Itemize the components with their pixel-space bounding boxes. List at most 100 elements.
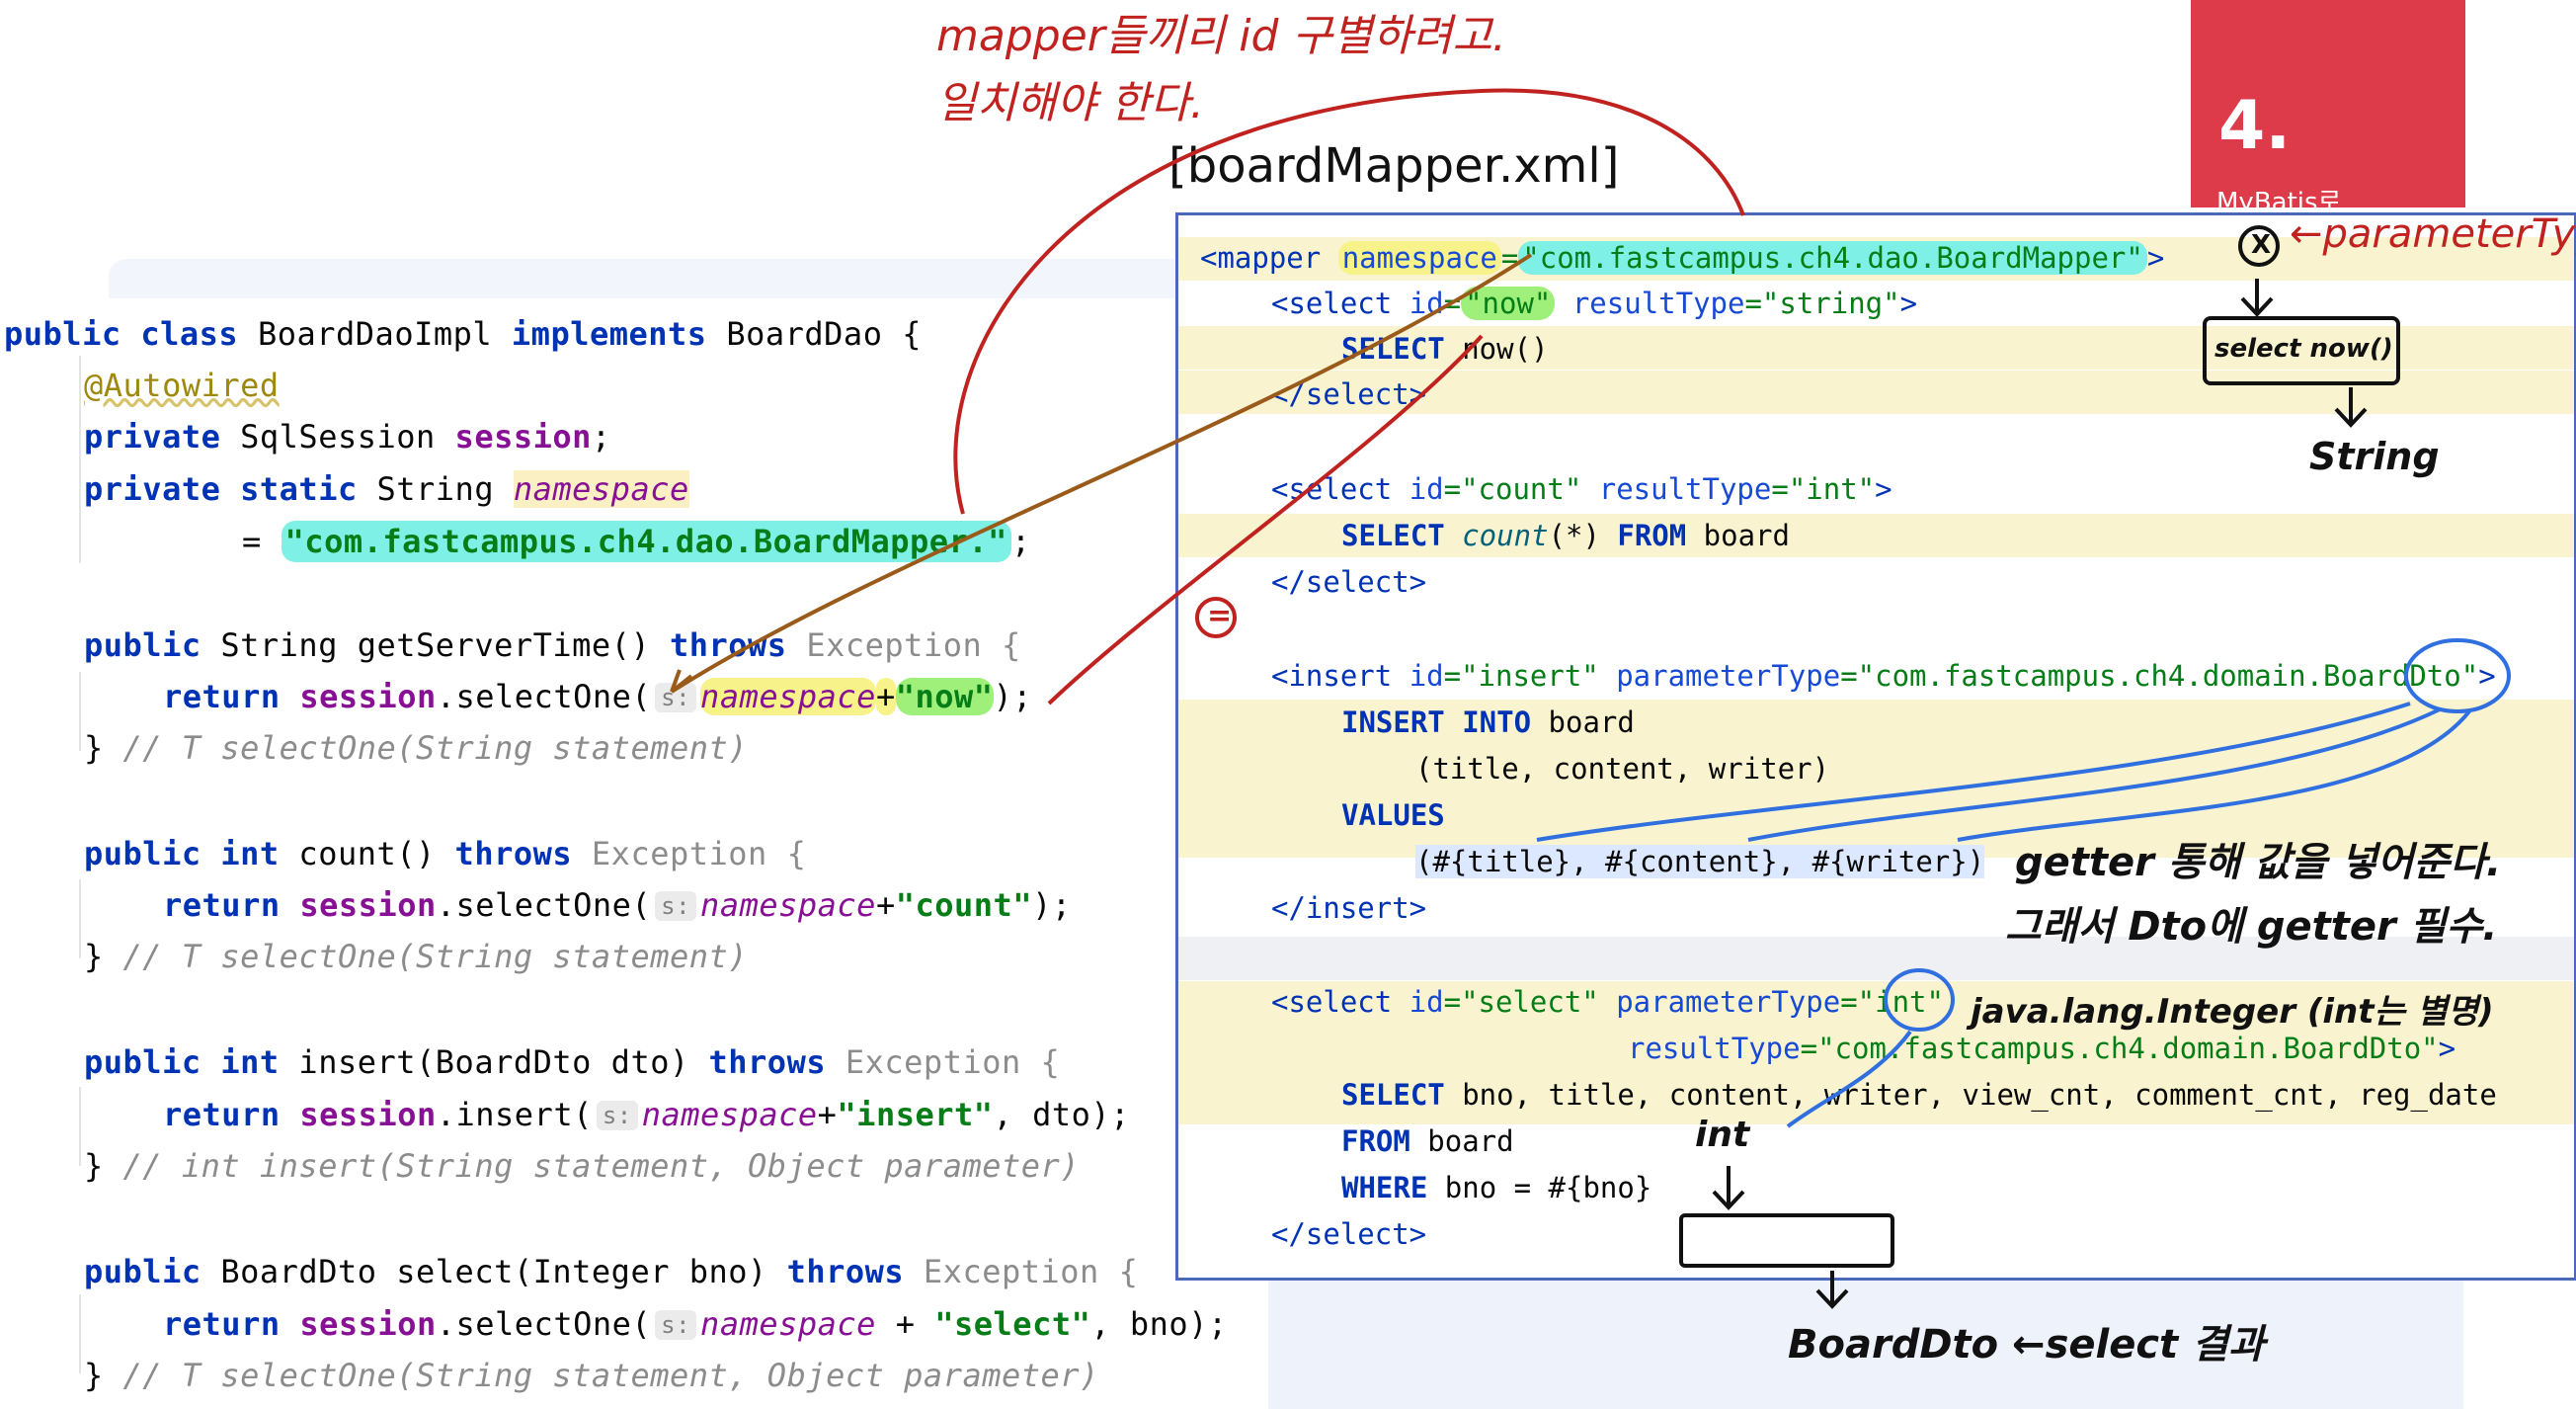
namespace-string-value: "com.fastcampus.ch4.dao.BoardMapper." [281,521,1011,562]
red-arc-namespace [953,88,1745,515]
xml-tag: <mapper [1200,241,1338,275]
line-highlight [1178,700,2574,858]
xml-line-close-select: </select> [1271,1215,1426,1253]
method-call: .selectOne( [436,678,652,715]
code-line-return-statement: return session.insert(s:namespace+"inser… [163,1095,1130,1134]
punctuation: = [242,523,282,560]
xml-attribute-value: ="insert" [1443,659,1599,693]
line-highlight [1178,514,2574,557]
namespace-reference: namespace [700,886,876,924]
xml-attribute: resultType [1555,287,1745,320]
blue-arrow-writer [1957,709,2471,842]
operator: + [875,678,896,715]
xml-tag: <select [1271,472,1409,506]
exception-type: Exception { [904,1253,1139,1290]
keyword: public [84,626,201,664]
keyword: return [163,886,281,924]
parameter-hint: s: [655,1310,697,1340]
xml-attribute-value: ="string" [1744,287,1900,320]
sql-text: bno = #{bno} [1427,1171,1652,1204]
method-call: .insert( [436,1096,593,1133]
type-name: String [357,470,514,508]
xml-file-title: [boardMapper.xml] [1168,138,1620,194]
punctuation: ); [993,678,1033,715]
code-line-method-signature: public int insert(BoardDto dto) throws E… [84,1042,1060,1082]
xml-tag: > [2478,659,2496,693]
namespace-reference: namespace [700,678,876,715]
code-comment: // int insert(String statement, Object p… [122,1147,1081,1185]
equals-sign: = [1207,599,1233,633]
xml-attribute: resultType [1628,1032,1801,1065]
x-mark: X [2251,230,2272,260]
code-line-namespace-field: private static String namespace [84,469,689,509]
parameter-hint: s: [655,683,697,712]
annotation-parameter-type: ←parameterType [2290,211,2576,257]
xml-attribute: parameterType [1598,659,1841,693]
method-call: .selectOne( [436,1305,652,1343]
code-line-namespace-value: = "com.fastcampus.ch4.dao.BoardMapper."; [242,521,1031,562]
exception-type: Exception { [826,1043,1061,1081]
keyword: return [163,1096,281,1133]
editor-tab-strip [109,259,1274,298]
operator: + [875,886,896,924]
keyword: private static [84,470,358,508]
black-arrow-int [1712,1166,1745,1210]
method-signature: insert(BoardDto dto) [279,1043,709,1081]
xml-line-sql: INSERT INTO board [1341,704,1635,741]
xml-tag: <insert [1271,659,1409,693]
select-now-box: select now() [2203,316,2400,385]
punctuation: , bno); [1090,1305,1228,1343]
namespace-field-name: namespace [513,470,689,508]
mapper-namespace-value: "com.fastcampus.ch4.dao.BoardMapper" [1518,241,2147,275]
statement-id-string: "now" [895,678,994,715]
sql-text: board [1409,1124,1514,1158]
code-line-autowired: @Autowired [84,366,280,405]
xml-line-select-now: <select id="now" resultType="string"> [1271,285,1917,322]
xml-attribute: id [1409,985,1444,1019]
code-line-method-signature: public BoardDto select(Integer bno) thro… [84,1252,1138,1291]
keyword: private [84,418,221,456]
sql-text: bno, title, content, writer, view_cnt, c… [1444,1078,2497,1112]
sql-function: now() [1444,332,1549,366]
annotation-string: String [2309,435,2440,478]
select-now-label: select now() [2214,334,2393,364]
black-arrow-select-now [2240,279,2274,317]
punctuation: } [84,1357,123,1394]
xml-tag: </insert> [1271,891,1427,925]
field-name: session [280,1305,437,1343]
xml-tag: <select [1271,287,1409,320]
code-line-close-brace: } // T selectOne(String statement) [84,937,748,976]
punctuation: ; [1010,523,1031,560]
slide-background-panel [1268,1278,2463,1409]
punctuation: , dto); [993,1096,1130,1133]
xml-line-insert: <insert id="insert" parameterType="com.f… [1271,657,2496,695]
field-name: session [454,418,592,456]
xml-line-sql: SELECT bno, title, content, writer, view… [1341,1076,2497,1114]
punctuation: } [84,1147,123,1185]
xml-attribute-value: ="select" [1443,985,1599,1019]
annotation-java-lang-integer: java.lang.Integer (int는 별명) [1971,992,2494,1032]
sql-keyword: FROM [1341,1124,1410,1158]
sql-function: count [1444,519,1549,552]
keyword: public class [4,315,239,353]
xml-tag: <select [1271,985,1409,1019]
brown-line-now [670,253,1533,694]
xml-attribute: namespace [1337,241,1501,275]
line-highlight [1178,326,2574,370]
gutter-guide [79,356,81,563]
sql-keyword: WHERE [1341,1171,1428,1204]
xml-line-sql: FROM board [1341,1122,1514,1160]
code-line-class-declaration: public class BoardDaoImpl implements Boa… [4,314,922,354]
xml-tag: </select> [1271,1217,1427,1251]
x-circle-icon: X [2238,225,2280,267]
code-line-close-brace: } // T selectOne(String statement) [84,728,748,768]
xml-attribute-value: ="int" [1771,472,1876,506]
code-comment: // T selectOne(String statement, Object … [122,1357,1099,1394]
punctuation: } [84,938,123,975]
field-name: session [280,678,437,715]
keyword: return [163,1305,281,1343]
xml-attribute-value: ="com.fastcampus.ch4.domain.BoardDto" [1840,659,2479,693]
code-line-return-statement: return session.selectOne(s:namespace + "… [163,1304,1228,1344]
parameter-hint: s: [655,891,697,921]
xml-line-select-result-type: resultType="com.fastcampus.ch4.domain.Bo… [1628,1030,2455,1067]
